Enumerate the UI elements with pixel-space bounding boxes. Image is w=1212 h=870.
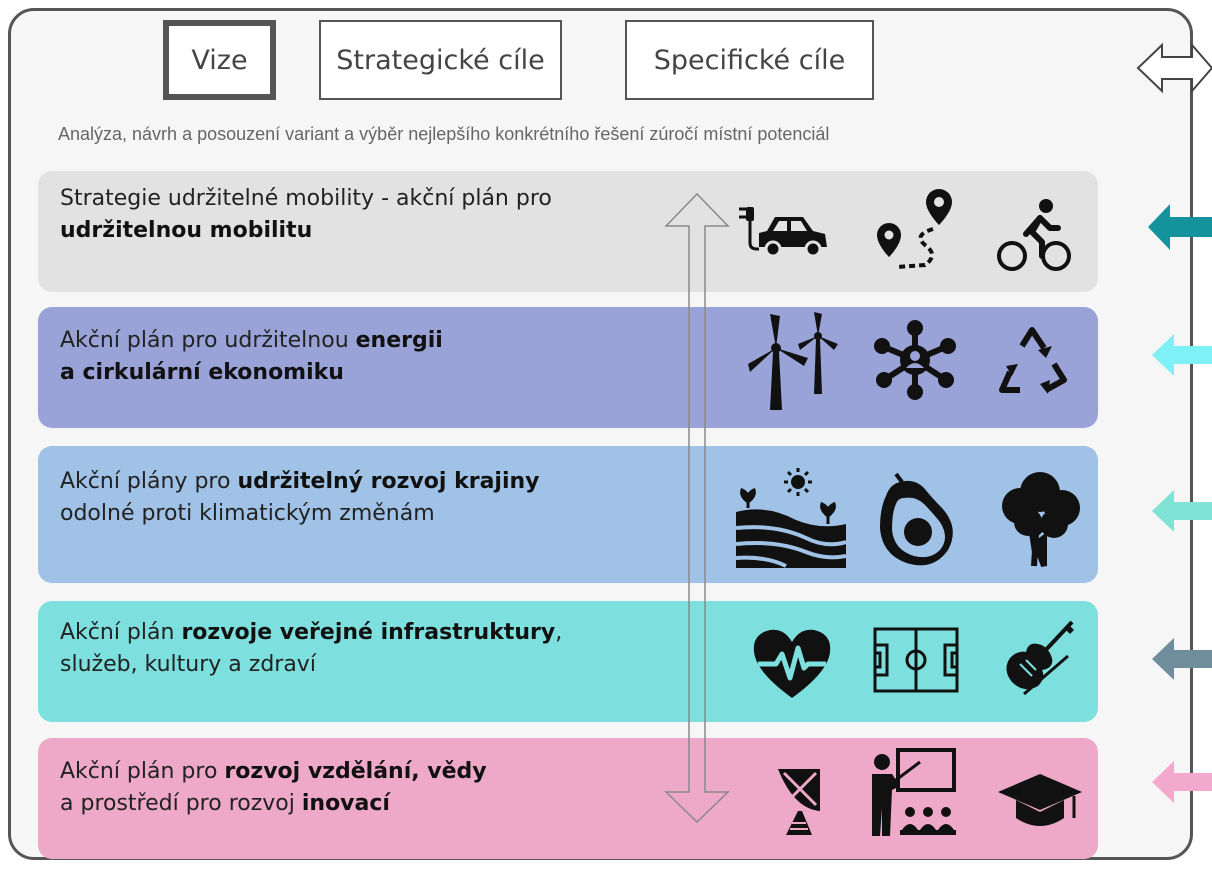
row-mobility-text: Strategie udržitelné mobility - akční pl…: [60, 186, 552, 243]
tab-specificke-cile[interactable]: Specifické cíle: [625, 20, 874, 100]
row-infrastructure: Akční plán rozvoje veřejné infrastruktur…: [38, 601, 1098, 722]
wind-turbines-icon: [748, 312, 838, 410]
row-mobility: Strategie udržitelné mobility - akční pl…: [38, 171, 1098, 292]
satellite-dish-icon: [778, 769, 820, 835]
tab-vize[interactable]: Vize: [163, 20, 276, 100]
tab-strategicke-cile[interactable]: Strategické cíle: [319, 20, 562, 100]
electric-car-icon: [739, 207, 827, 258]
row-landscape-text: Akční plány pro udržitelný rozvoj krajin…: [60, 469, 540, 526]
row-infrastructure-text: Akční plán rozvoje veřejné infrastruktur…: [60, 620, 563, 677]
subtitle: Analýza, návrh a posouzení variant a výb…: [58, 124, 830, 144]
avocado-icon: [880, 472, 953, 566]
heart-pulse-icon: [753, 629, 831, 698]
row-education-text: Akční plán pro rozvoj vzdělání, vědy a p…: [60, 759, 487, 816]
teacher-icon: [872, 748, 956, 836]
row-education: Akční plán pro rozvoj vzdělání, vědy a p…: [38, 738, 1098, 859]
recycle-icon: [999, 327, 1067, 394]
violin-icon: [1006, 620, 1074, 696]
network-hub-icon: [874, 320, 956, 400]
route-pin-icon: [877, 189, 952, 269]
football-field-icon: [873, 627, 959, 693]
tree-icon: [1002, 472, 1080, 568]
graduation-cap-icon: [998, 774, 1082, 826]
row-energy-text: Akční plán pro udržitelnou energii a cir…: [60, 328, 443, 385]
cyclist-icon: [997, 199, 1071, 271]
landscape-sun-icon: [736, 468, 846, 568]
